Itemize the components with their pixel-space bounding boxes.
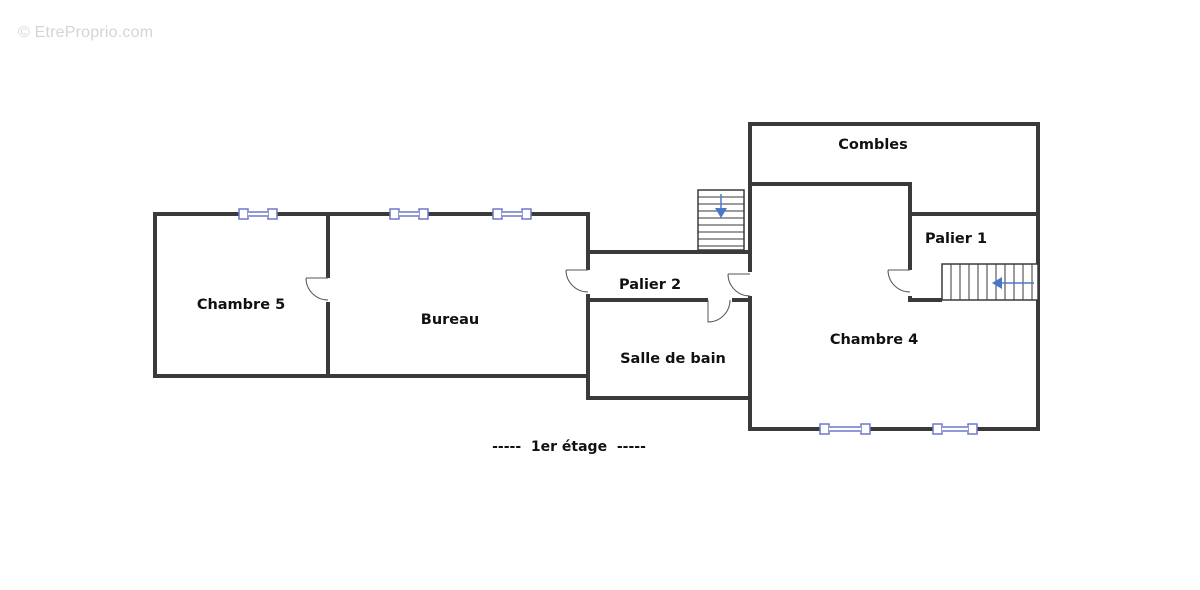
door-swing-bureau	[565, 269, 589, 293]
window-bureau-1	[389, 208, 429, 220]
window-chambre4-1	[819, 423, 871, 435]
windows	[238, 208, 978, 435]
staircase-palier1	[941, 263, 1039, 301]
window-chambre4-2	[932, 423, 978, 435]
door-gap-palier1	[907, 270, 913, 296]
room-label-chambre5: Chambre 5	[197, 297, 285, 313]
door-swing-palier1	[887, 269, 911, 293]
room-label-palier2: Palier 2	[619, 277, 681, 293]
window-bureau-2	[492, 208, 532, 220]
door-swing-chambre5	[305, 277, 329, 301]
door-swing-chambre4	[727, 273, 751, 297]
room-label-chambre4: Chambre 4	[830, 332, 918, 348]
door-swing-sdb	[707, 299, 731, 323]
wall-chambre5-bureau-outline	[153, 212, 590, 378]
stair-arrow-down-icon	[715, 208, 727, 218]
window-chambre5	[238, 208, 278, 220]
staircase-palier2	[697, 189, 745, 251]
room-label-bureau: Bureau	[421, 312, 479, 328]
watermark: © EtreProprio.com	[18, 24, 154, 41]
room-label-salle-de-bain: Salle de bain	[620, 351, 726, 367]
door-gap-chambre5	[325, 278, 331, 302]
room-label-palier1: Palier 1	[925, 231, 987, 247]
floor-label: ----- 1er étage -----	[492, 439, 646, 455]
door-gap-chambre4	[747, 272, 753, 296]
door-gap-bureau	[585, 270, 591, 294]
door-openings	[325, 270, 913, 303]
room-label-combles: Combles	[838, 137, 908, 153]
walls	[153, 122, 1040, 431]
stair-arrow-left-icon	[992, 277, 1002, 289]
door-gap-sdb	[708, 297, 732, 303]
door-swings	[305, 269, 911, 323]
